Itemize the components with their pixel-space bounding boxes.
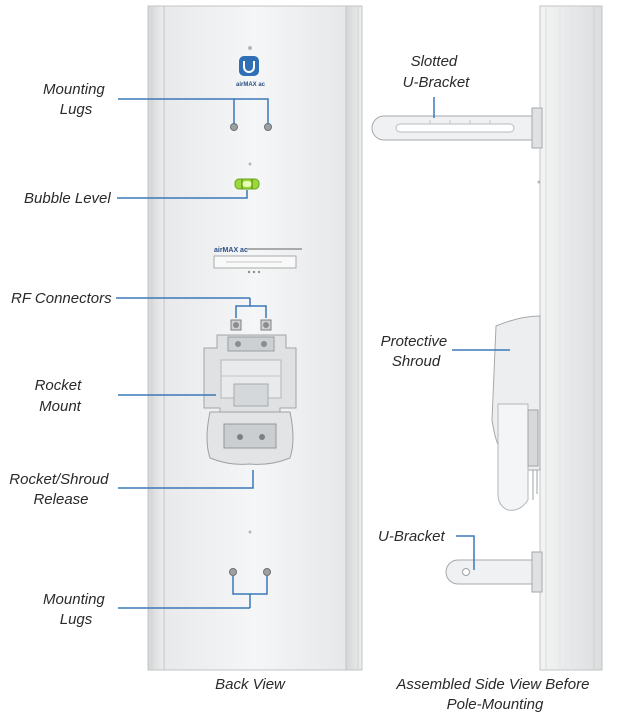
protective-shroud — [491, 315, 541, 511]
caption-back-view: Back View — [215, 676, 286, 693]
label-mounting-lugs-bottom: Mounting Lugs — [43, 591, 109, 628]
panel-rail-left — [147, 5, 165, 671]
slotted-u-bracket — [371, 107, 543, 149]
brand-mark: airMAX ac — [236, 82, 266, 88]
caption-side-view: Assembled Side View Before Pole-Mounting — [395, 676, 593, 713]
top-hole — [248, 46, 252, 50]
panel-rail-right — [345, 5, 363, 671]
label-mounting-lugs-top: Mounting Lugs — [43, 81, 109, 118]
side-view — [371, 5, 603, 671]
label-slotted-u-bracket: Slotted U-Bracket — [403, 53, 471, 91]
captions: Back View Assembled Side View Before Pol… — [215, 676, 593, 713]
label-protective-shroud: Protective Shroud — [381, 333, 452, 370]
leader-lines-back — [116, 98, 269, 609]
product-label-sticker: airMAX ac — [213, 247, 302, 274]
svg-text:airMAX ac: airMAX ac — [214, 247, 248, 254]
rf-connectors — [230, 319, 272, 331]
labels: Mounting Lugs Bubble Level RF Connectors… — [9, 53, 470, 628]
label-u-bracket: U-Bracket — [378, 528, 446, 545]
antenna-panel-side — [539, 5, 603, 671]
mounting-lugs-bottom — [229, 568, 271, 576]
label-rf-connectors: RF Connectors — [11, 290, 112, 307]
ubiquiti-logo-icon — [239, 56, 259, 76]
label-bubble-level: Bubble Level — [24, 190, 111, 207]
label-rocket-shroud-release: Rocket/Shroud Release — [9, 471, 112, 508]
u-bracket — [445, 551, 543, 593]
label-rocket-mount: Rocket Mount — [35, 377, 86, 415]
bubble-level-icon — [234, 178, 260, 190]
back-view: airMAX ac airMAX ac — [147, 5, 363, 671]
rocket-mount — [203, 334, 297, 465]
leader-lines-side — [433, 97, 510, 570]
